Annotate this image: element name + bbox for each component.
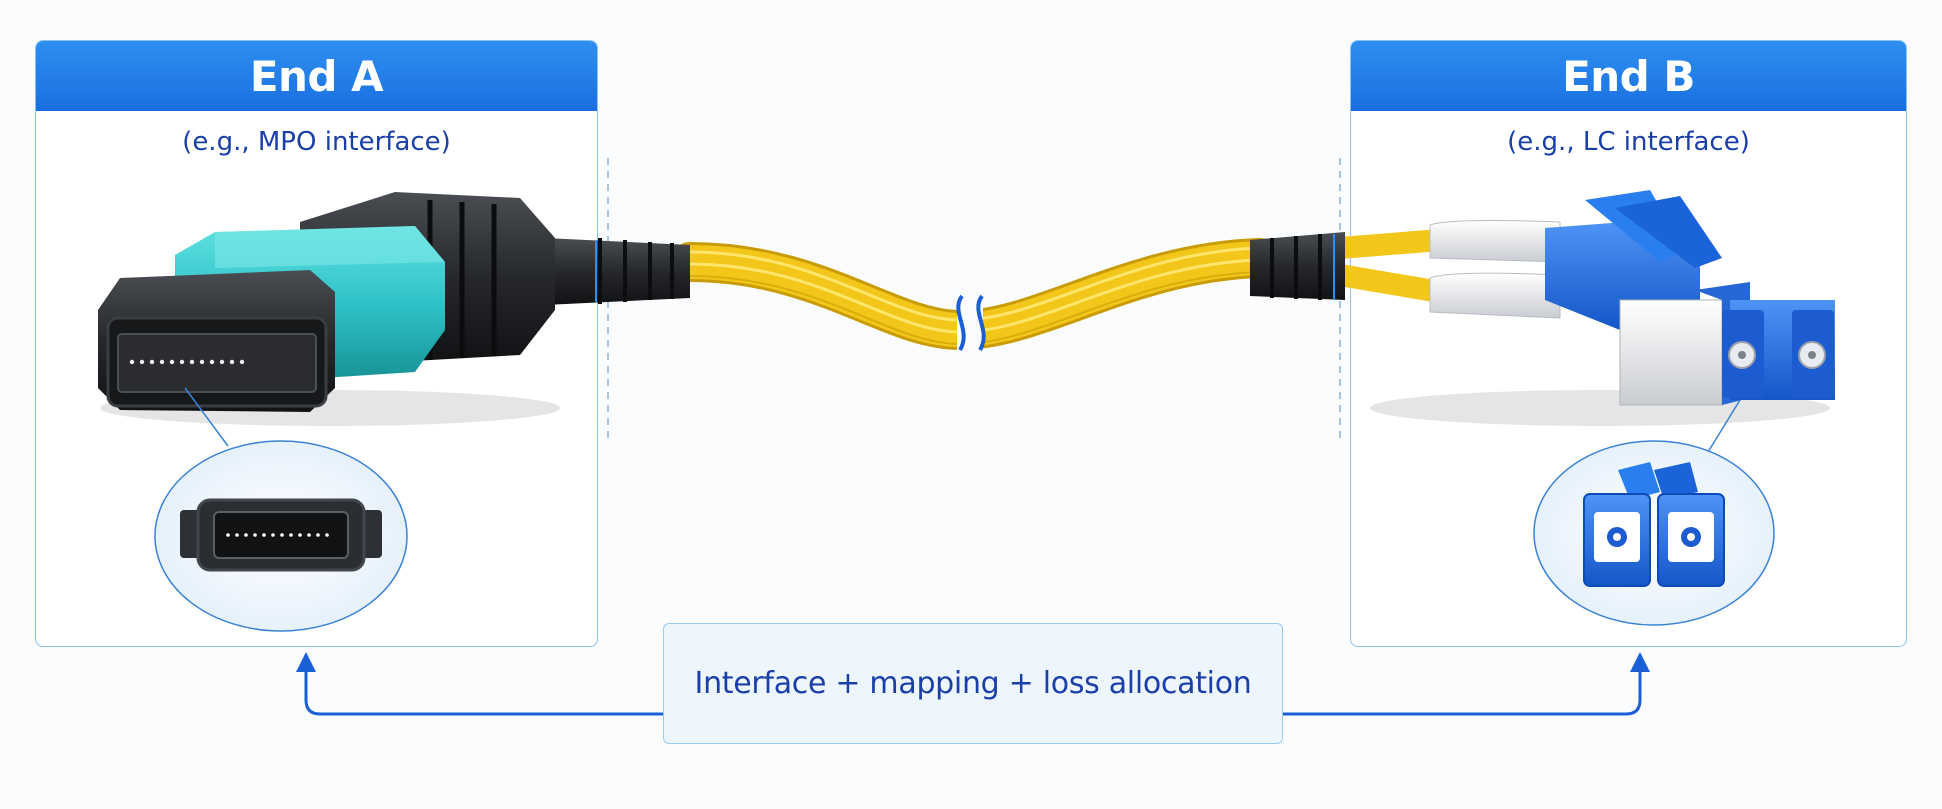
mpo-connector (98, 192, 690, 447)
caption-arrows (304, 662, 1642, 716)
lc-end-face-inset (1533, 440, 1775, 626)
end-b-subtitle: (e.g., LC interface) (1507, 127, 1750, 157)
arrowhead-end-b (1630, 652, 1650, 672)
arrowhead-end-a (296, 652, 316, 672)
mpo-end-face-inset (154, 440, 408, 632)
caption-box: Interface + mapping + loss allocation (663, 623, 1283, 744)
lc-connector (1250, 190, 1835, 453)
end-b-title: End B (1351, 41, 1906, 111)
end-a-subtitle: (e.g., MPO interface) (182, 127, 451, 157)
end-a-title: End A (36, 41, 597, 111)
fiber-cable (670, 238, 1280, 356)
